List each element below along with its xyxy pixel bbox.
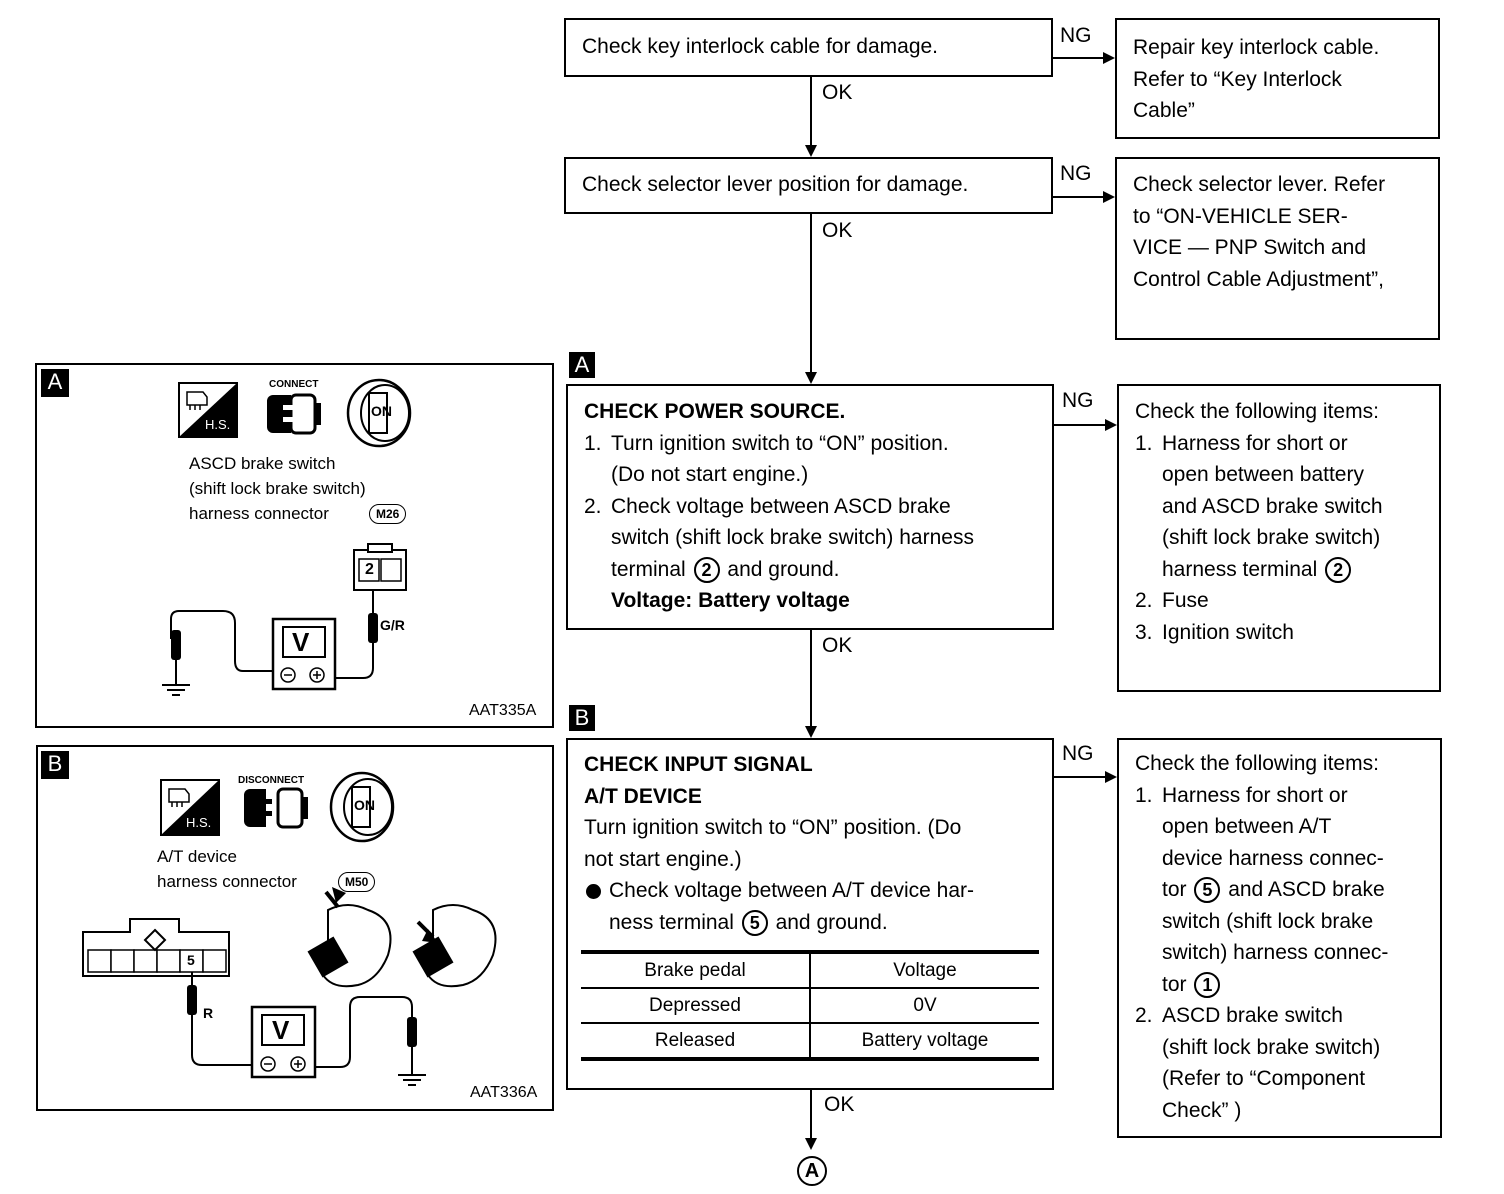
step3-ng-title: Check the following items: bbox=[1135, 400, 1379, 423]
terminal-label: 2 bbox=[365, 561, 374, 578]
step4-bullet-line2: ness terminal 5 and ground. bbox=[584, 907, 1036, 939]
figure-code: AAT335A bbox=[469, 702, 537, 719]
step3-item-1: 1. Turn ignition switch to “ON” position… bbox=[584, 431, 949, 487]
voltage-table: Brake pedal Voltage Depressed 0V Release… bbox=[581, 950, 1039, 1061]
step3-spec: Voltage: Battery voltage bbox=[611, 589, 850, 612]
step4-ng-box: Check the following items: 1. Harness fo… bbox=[1117, 738, 1442, 1138]
step2-text: Check selector lever position for damage… bbox=[582, 173, 969, 196]
step1-ng-line: Cable” bbox=[1133, 99, 1195, 122]
step2-ng-box: Check selector lever. Refer to “ON-VEHIC… bbox=[1115, 157, 1440, 340]
ignition-on-icon bbox=[346, 378, 412, 448]
step1-ng-line: Repair key interlock cable. bbox=[1133, 36, 1380, 59]
step2-ng-line: VICE — PNP Switch and bbox=[1133, 236, 1367, 259]
ground-icon bbox=[162, 684, 190, 696]
step3-ng-item-2: 2. Fuse bbox=[1135, 589, 1209, 612]
on-label: ON bbox=[371, 403, 392, 419]
disconnect-label: DISCONNECT bbox=[238, 775, 305, 786]
step4-subtitle: A/T DEVICE bbox=[584, 784, 702, 808]
table-header: Voltage bbox=[810, 950, 1039, 989]
figure-code: AAT336A bbox=[470, 1084, 538, 1101]
terminal-number: 5 bbox=[1194, 877, 1221, 904]
hs-label: H.S. bbox=[186, 815, 212, 830]
step2-ng-line: Control Cable Adjustment”, bbox=[1133, 267, 1384, 291]
panel-a-drawing bbox=[162, 378, 412, 696]
connect-icon bbox=[267, 393, 321, 435]
table-header: Brake pedal bbox=[581, 950, 811, 989]
terminal-number: 2 bbox=[693, 556, 720, 583]
connector-id-badge: M50 bbox=[338, 872, 376, 892]
step4-ng-title: Check the following items: bbox=[1135, 752, 1379, 775]
step3-ng-item-3: 3. Ignition switch bbox=[1135, 620, 1294, 644]
step4-bullet-line: Check voltage between A/T device har- bbox=[584, 875, 1036, 907]
terminal-number: 2 bbox=[1325, 556, 1352, 583]
ok-label: OK bbox=[824, 1093, 855, 1116]
step1-text: Check key interlock cable for damage. bbox=[582, 35, 939, 58]
diagram-panel-b: B bbox=[36, 745, 554, 1111]
step4-ng-item-2: 2. ASCD brake switch (shift lock brake s… bbox=[1135, 1004, 1381, 1122]
step3-box: CHECK POWER SOURCE. 1. Turn ignition swi… bbox=[566, 384, 1054, 630]
connector-icon bbox=[82, 918, 230, 977]
hs-label: H.S. bbox=[205, 417, 231, 432]
step2-ng-line: to “ON-VEHICLE SER- bbox=[1133, 204, 1348, 228]
step1-ng-box: Repair key interlock cable. Refer to “Ke… bbox=[1115, 18, 1440, 139]
meter-label: V bbox=[272, 1015, 290, 1045]
step3-ng-box: Check the following items: 1. Harness fo… bbox=[1117, 384, 1441, 692]
ng-label: NG bbox=[1060, 162, 1092, 185]
ng-label: NG bbox=[1062, 742, 1094, 765]
step3-item-2: 2. Check voltage between ASCD brake swit… bbox=[584, 491, 1036, 617]
ground-icon bbox=[398, 1074, 426, 1086]
meter-label: V bbox=[292, 627, 310, 657]
ok-label: OK bbox=[822, 634, 853, 657]
connect-label: CONNECT bbox=[269, 379, 319, 390]
hs-icon bbox=[160, 779, 220, 836]
panel-b-text: A/T device bbox=[157, 847, 238, 866]
step3-title: CHECK POWER SOURCE. bbox=[584, 400, 846, 423]
step1-ng-line: Refer to “Key Interlock bbox=[1133, 67, 1342, 91]
diagram-panel-a: A bbox=[35, 363, 554, 728]
voltmeter-icon bbox=[271, 617, 337, 691]
step4-title: CHECK INPUT SIGNAL bbox=[584, 753, 813, 776]
panel-a-text: ASCD brake switch bbox=[189, 454, 336, 473]
table-row: Released Battery voltage bbox=[581, 1023, 1039, 1061]
hs-icon bbox=[178, 382, 238, 438]
step3-tag: A bbox=[569, 352, 595, 378]
step1-box: Check key interlock cable for damage. bbox=[564, 18, 1053, 77]
wire-color-label: R bbox=[203, 1005, 214, 1021]
panel-a-text: (shift lock brake switch) bbox=[189, 479, 366, 498]
bullet-icon bbox=[586, 883, 601, 899]
on-label: ON bbox=[354, 797, 375, 813]
terminal-label: 5 bbox=[187, 952, 195, 968]
connector-id-badge: M26 bbox=[369, 504, 407, 524]
table-row: Depressed 0V bbox=[581, 988, 1039, 1024]
panel-a-text: harness connector bbox=[189, 504, 329, 523]
ng-label: NG bbox=[1060, 24, 1092, 47]
step4-tag: B bbox=[569, 705, 595, 731]
ng-label: NG bbox=[1062, 389, 1094, 412]
panel-b-text: harness connector bbox=[157, 872, 297, 891]
brake-pedal-icon bbox=[412, 904, 497, 988]
connector-icon bbox=[353, 543, 407, 591]
step4-box: CHECK INPUT SIGNAL A/T DEVICE Turn ignit… bbox=[566, 738, 1054, 1090]
voltmeter-icon bbox=[250, 1005, 317, 1079]
step3-terminal-line: terminal 2 and ground. bbox=[584, 554, 1036, 586]
step4-ng-item-1: 1. Harness for short or open between A/T… bbox=[1135, 780, 1424, 1001]
wire-color-label: G/R bbox=[380, 617, 405, 633]
ok-label: OK bbox=[822, 81, 853, 104]
step4-intro: Turn ignition switch to “ON” position. (… bbox=[584, 816, 962, 839]
panel-b-tag: B bbox=[41, 751, 69, 779]
terminal-number: 1 bbox=[1194, 971, 1221, 998]
ignition-on-icon bbox=[329, 771, 395, 843]
step3-ng-item-1: 1. Harness for short or open between bat… bbox=[1135, 428, 1423, 586]
panel-a-tag: A bbox=[41, 369, 69, 397]
step2-ng-line: Check selector lever. Refer bbox=[1133, 173, 1386, 196]
disconnect-icon bbox=[244, 787, 308, 829]
panel-b-drawing bbox=[82, 771, 497, 1086]
brake-pedal-icon bbox=[307, 887, 392, 988]
terminal-number: 5 bbox=[741, 909, 768, 936]
step4-intro: not start engine.) bbox=[584, 847, 742, 871]
end-connector: A bbox=[797, 1156, 827, 1186]
step2-box: Check selector lever position for damage… bbox=[564, 157, 1053, 214]
ok-label: OK bbox=[822, 219, 853, 242]
